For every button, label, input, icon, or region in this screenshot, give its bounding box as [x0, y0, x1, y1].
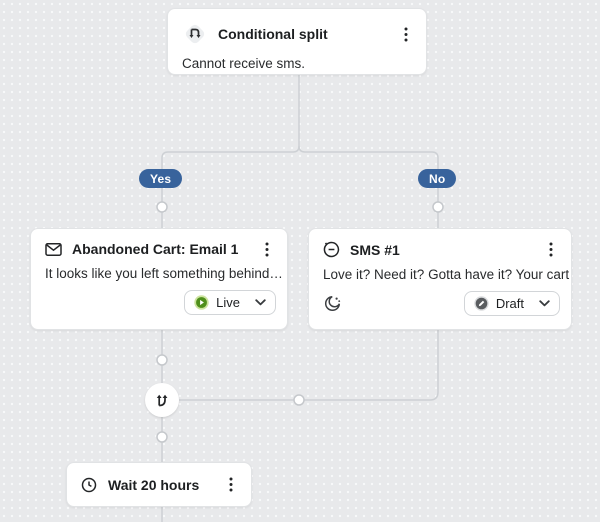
status-dropdown-draft[interactable]: Draft — [463, 291, 560, 316]
moon-clock-icon — [324, 295, 341, 312]
wait-card[interactable]: Wait 20 hours — [66, 462, 252, 507]
live-play-icon — [194, 295, 209, 310]
node-title: Wait 20 hours — [108, 476, 200, 493]
draft-pencil-icon — [474, 296, 489, 311]
chevron-down-icon — [255, 299, 266, 306]
status-label: Live — [216, 295, 240, 310]
conditional-split-icon — [182, 21, 208, 47]
node-description: Cannot receive sms. — [182, 56, 306, 71]
message-preview: Love it? Need it? Gotta have it? Your ca… — [323, 267, 571, 282]
clock-icon — [81, 477, 97, 493]
conditional-split-card[interactable]: Conditional split Cannot receive sms. — [167, 8, 427, 75]
node-title: SMS #1 — [350, 241, 400, 258]
branch-label-no: No — [418, 169, 457, 188]
message-preview: It looks like you left something behind… — [45, 266, 283, 281]
connector-port — [156, 201, 444, 443]
status-label: Draft — [495, 296, 524, 311]
kebab-menu-icon[interactable] — [259, 241, 275, 257]
node-title: Abandoned Cart: Email 1 — [72, 241, 239, 257]
chat-bubble-icon — [323, 241, 340, 258]
merge-arrows-icon — [154, 392, 170, 408]
sms-card[interactable]: SMS #1 Love it? Need it? Gotta have it? … — [308, 228, 572, 330]
kebab-menu-icon[interactable] — [543, 242, 559, 258]
chevron-down-icon — [539, 300, 550, 307]
envelope-icon — [45, 242, 62, 257]
node-title: Conditional split — [218, 26, 328, 42]
kebab-menu-icon[interactable] — [223, 477, 239, 493]
email-card[interactable]: Abandoned Cart: Email 1 It looks like yo… — [30, 228, 288, 330]
kebab-menu-icon[interactable] — [398, 26, 414, 42]
status-dropdown-live[interactable]: Live — [184, 290, 276, 315]
branch-label-yes: Yes — [139, 169, 183, 188]
merge-node — [145, 383, 179, 417]
